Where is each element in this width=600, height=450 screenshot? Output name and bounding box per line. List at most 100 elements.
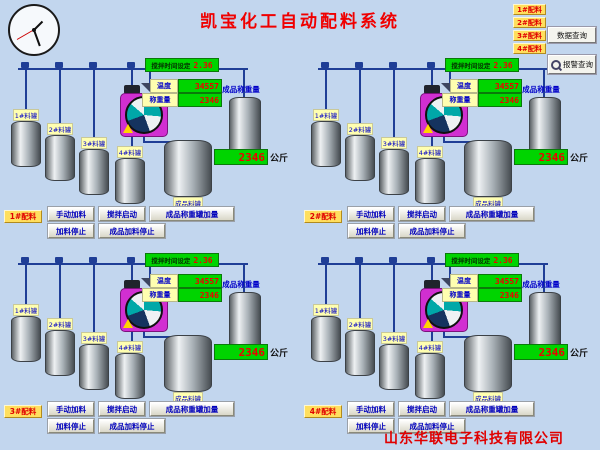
product-feed-stop-button[interactable]: 成品加料停止: [99, 419, 165, 433]
stir-start-button[interactable]: 搅拌启动: [99, 402, 145, 416]
tank-body: [415, 158, 445, 204]
tank-label: 2#料罐: [46, 123, 74, 135]
company-name: 山东华联电子科技有限公司: [384, 431, 564, 447]
product-feed-stop-button[interactable]: 成品加料停止: [399, 224, 465, 238]
tank-body: [464, 335, 512, 392]
manual-feed-button[interactable]: 手动加料: [48, 207, 94, 221]
material-tank-3: 3#料罐: [379, 332, 409, 390]
tank-body: [345, 330, 375, 376]
tank-body: [464, 140, 512, 197]
pipe: [449, 68, 451, 85]
corner-station-3-button[interactable]: 3#配料: [513, 30, 546, 41]
temperature-value: 34557: [494, 276, 519, 286]
batching-station-panel: 搅拌时间设定 2.36 温度 34557 称重量 2346 成品称重量 1#料罐…: [300, 55, 600, 250]
feed-stop-button[interactable]: 加料停止: [348, 224, 394, 238]
weigh-tank: [529, 292, 561, 349]
corner-station-1-button[interactable]: 1#配料: [513, 4, 546, 15]
product-weigh-add-button[interactable]: 成品称重罐加量: [450, 402, 534, 416]
station-select-button[interactable]: 3#配料: [4, 405, 42, 418]
material-tank-2: 2#料罐: [45, 123, 75, 181]
stir-time-value: 2.36: [193, 60, 213, 70]
stir-time-value: 2.36: [493, 60, 513, 70]
warning-icon: [123, 124, 133, 133]
batching-station-panel: 搅拌时间设定 2.36 温度 34557 称重量 2346 成品称重量 1#料罐…: [0, 55, 300, 250]
station-select-button[interactable]: 2#配料: [304, 210, 342, 223]
pipe: [318, 263, 548, 265]
weight-value: 2346: [499, 95, 519, 105]
mixer-motor-icon: [124, 85, 140, 94]
tank-label: 3#料罐: [380, 332, 408, 344]
pipe: [325, 263, 327, 313]
product-weigh-add-button[interactable]: 成品称重罐加量: [450, 207, 534, 221]
pipe: [243, 263, 245, 292]
product-weight-label: 成品称重量: [522, 280, 560, 289]
station-select-button[interactable]: 4#配料: [304, 405, 342, 418]
product-weight-display: 2346 公斤: [214, 344, 288, 360]
stir-start-button[interactable]: 搅拌启动: [99, 207, 145, 221]
material-tank-4: 4#料罐: [115, 341, 145, 399]
stir-time-label: 搅拌时间设定: [151, 257, 191, 265]
pipe: [59, 68, 61, 132]
temperature-label: 温度: [450, 79, 478, 93]
product-feed-stop-button[interactable]: 成品加料停止: [399, 419, 465, 433]
tank-body: [311, 121, 341, 167]
temperature-display: 34557: [478, 274, 522, 288]
material-tank-2: 2#料罐: [345, 318, 375, 376]
stir-time-label: 搅拌时间设定: [151, 62, 191, 70]
manual-feed-button[interactable]: 手动加料: [348, 402, 394, 416]
feed-stop-button[interactable]: 加料停止: [48, 419, 94, 433]
pipe: [18, 68, 248, 70]
stir-start-button[interactable]: 搅拌启动: [399, 207, 445, 221]
material-tank-3: 3#料罐: [79, 137, 109, 195]
product-weight-label: 成品称重量: [222, 280, 260, 289]
weight-value: 2346: [199, 290, 219, 300]
corner-station-4-button[interactable]: 4#配料: [513, 43, 546, 54]
pipe: [543, 263, 545, 292]
product-weigh-add-button[interactable]: 成品称重罐加量: [150, 402, 234, 416]
pipe: [243, 68, 245, 97]
material-tank-1: 1#料罐: [311, 304, 341, 362]
warning-icon: [423, 124, 433, 133]
product-weight-lcd: 2346: [514, 344, 568, 360]
temperature-label: 温度: [150, 79, 178, 93]
feed-stop-button[interactable]: 加料停止: [348, 419, 394, 433]
clock: [8, 4, 60, 56]
product-feed-stop-button[interactable]: 成品加料停止: [99, 224, 165, 238]
weight-label: 称重量: [142, 93, 178, 107]
valve-icon: [427, 62, 435, 68]
unit-label: 公斤: [570, 153, 589, 164]
feed-stop-button[interactable]: 加料停止: [48, 224, 94, 238]
temperature-display: 34557: [178, 79, 222, 93]
tank-body: [79, 344, 109, 390]
mixer-motor-icon: [424, 85, 440, 94]
material-tank-2: 2#料罐: [345, 123, 375, 181]
pipe: [318, 68, 548, 70]
stir-start-button[interactable]: 搅拌启动: [399, 402, 445, 416]
corner-station-2-button[interactable]: 2#配料: [513, 17, 546, 28]
valve-icon: [89, 62, 97, 68]
tank-body: [79, 149, 109, 195]
tank-label: 4#料罐: [116, 146, 144, 158]
manual-feed-button[interactable]: 手动加料: [48, 402, 94, 416]
valve-icon: [21, 257, 29, 263]
pipe: [359, 263, 361, 327]
pipe: [543, 68, 545, 97]
alarm-query-button[interactable]: 报警查询: [548, 55, 596, 74]
manual-feed-button[interactable]: 手动加料: [348, 207, 394, 221]
product-weigh-add-button[interactable]: 成品称重罐加量: [150, 207, 234, 221]
pipe: [449, 263, 451, 280]
station-select-button[interactable]: 1#配料: [4, 210, 42, 223]
valve-icon: [21, 62, 29, 68]
weight-value: 2346: [199, 95, 219, 105]
tank-label: 3#料罐: [80, 332, 108, 344]
tank-label: 2#料罐: [346, 123, 374, 135]
valve-icon: [55, 62, 63, 68]
tank-body: [11, 316, 41, 362]
tank-body: [379, 149, 409, 195]
data-query-button[interactable]: 数据查询: [548, 27, 596, 43]
material-tank-4: 4#料罐: [115, 146, 145, 204]
tank-body: [345, 135, 375, 181]
alarm-query-label: 报警查询: [563, 60, 593, 69]
temperature-value: 34557: [194, 276, 219, 286]
